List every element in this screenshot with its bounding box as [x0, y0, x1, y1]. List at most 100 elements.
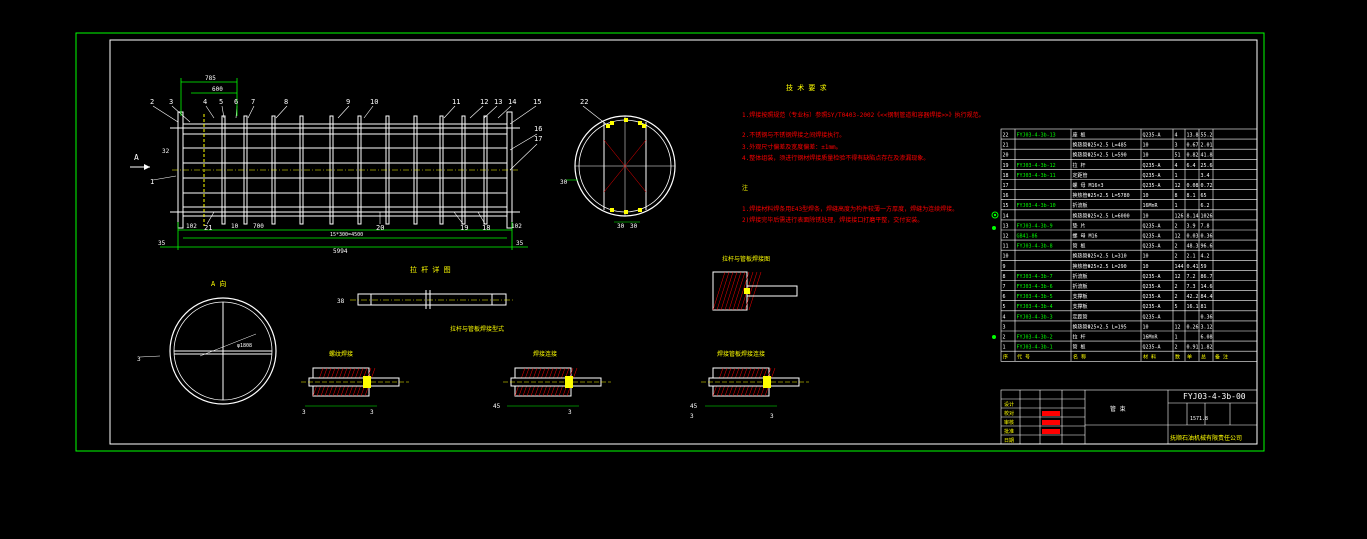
bom-cell-w2: 55.2	[1201, 133, 1213, 139]
bom-cell-w1: 8.1	[1187, 193, 1196, 199]
bom-header-cell: 材 料	[1143, 354, 1156, 361]
detail-2-dim-b: 3	[568, 409, 572, 416]
bom-cell-mat: 10	[1143, 213, 1149, 219]
hatch-line	[732, 271, 746, 311]
callout-13: 13	[494, 98, 502, 106]
bom-cell-mat: Q235-A	[1143, 173, 1161, 179]
bom-cell-w2: 41.8	[1201, 153, 1213, 159]
bom-cell-no: 7	[1003, 284, 1006, 290]
weld-mark	[638, 208, 642, 212]
bom-cell-no: 16	[1003, 193, 1009, 199]
bom-cell-mat: 10	[1143, 264, 1149, 270]
weld-mark	[624, 118, 628, 122]
bom-cell-no: 22	[1003, 133, 1009, 139]
bom-cell-mat: 10	[1143, 324, 1149, 330]
weld-mark	[610, 208, 614, 212]
bom-cell-name: 支撑板	[1073, 293, 1088, 300]
bom-cell-no: 1	[1003, 345, 1006, 351]
callout-3: 3	[169, 98, 173, 106]
bom-cell-name: 换热管Φ25×2.5 L=195	[1073, 323, 1127, 330]
dim-102-right: 102	[511, 223, 522, 230]
note-1: 1.焊接按照规范（专业标）参照SY/T0403-2002《<<钢制管道和容器焊接…	[742, 111, 985, 119]
bom-cell-no: 20	[1003, 153, 1009, 159]
dim-700: 700	[253, 223, 264, 230]
bom-cell-name: 折流板	[1073, 283, 1088, 290]
detail-3-title: 焊接管板焊接连接	[717, 350, 765, 358]
bom-cell-code: FYJ03-4-3b-11	[1017, 173, 1056, 179]
bom-cell-mat: Q235-A	[1143, 314, 1161, 320]
weld-mark	[624, 210, 628, 214]
bom-cell-name: 座 板	[1073, 132, 1086, 139]
bom-cell-w2: 4.2	[1201, 254, 1210, 260]
callout-4: 4	[203, 98, 207, 106]
callout-leader	[206, 211, 215, 225]
bom-cell-mat: Q235-A	[1143, 274, 1161, 280]
bom-cell-qty: 126	[1175, 213, 1184, 219]
bom-cell-mat: Q235-A	[1143, 244, 1161, 250]
callout-8: 8	[284, 98, 288, 106]
bom-cell-name: 折流板	[1073, 273, 1088, 280]
bom-cell-w2: 59	[1201, 264, 1207, 270]
part-name: 管 束	[1110, 405, 1126, 413]
bom-cell-no: 13	[1003, 223, 1009, 229]
bom-cell-no: 12	[1003, 234, 1009, 240]
section-strut	[603, 139, 647, 193]
bom-cell-w2: 1.82	[1201, 345, 1213, 351]
callout-1: 1	[150, 178, 154, 186]
bom-cell-code: FYJ03-4-3b-1	[1017, 345, 1053, 351]
bom-cell-name: 垫 片	[1073, 222, 1086, 229]
bom-cell-mat: Q235-A	[1143, 133, 1161, 139]
tb-left-label: 校对	[1004, 410, 1014, 417]
callout-19: 19	[460, 224, 468, 232]
bom-cell-name: 管 板	[1073, 344, 1086, 351]
tb-left-label: 审核	[1004, 419, 1014, 426]
hatch-line	[720, 271, 734, 311]
tb-left-label: 批准	[1004, 428, 1014, 435]
bom-cell-code: FYJ03-4-3b-10	[1017, 203, 1056, 209]
side-marker-2	[993, 213, 997, 217]
bom-cell-w1: 0.08	[1187, 183, 1199, 189]
bom-cell-name: 换热管Φ25×2.5 L=290	[1073, 263, 1127, 270]
bom-header-cell: 名 称	[1073, 354, 1086, 361]
callout-leader	[497, 105, 512, 119]
callout-leader	[509, 133, 538, 151]
bom-cell-no: 2	[1003, 335, 1006, 341]
bom-cell-w2: 0.36	[1201, 234, 1213, 240]
bom-cell-w2: 84.4	[1201, 294, 1213, 300]
bom-cell-code: FYJ03-4-3b-8	[1017, 244, 1053, 250]
bom-cell-w1: 8.14	[1187, 213, 1199, 219]
bom-cell-w2: 0.72	[1201, 183, 1213, 189]
top-callouts: 2 3 4 5 6 7 8 9 10 11 12 13 14 15 16 17 …	[150, 98, 542, 232]
bom-cell-w1: 7.2	[1187, 274, 1196, 280]
bom-cell-no: 19	[1003, 163, 1009, 169]
section-leader	[582, 105, 607, 125]
bom-cell-qty: 1	[1175, 173, 1178, 179]
bom-cell-code: FYJ03-4-3b-7	[1017, 274, 1053, 280]
callout-6: 6	[234, 98, 238, 106]
tb-left-label: 设计	[1004, 401, 1014, 408]
callout-leader	[509, 143, 538, 171]
bom-cell-w2: 3.4	[1201, 173, 1210, 179]
bom-cell-code: FYJ03-4-3b-6	[1017, 284, 1053, 290]
note-4: 4.整体组装，须进行钢材焊接质量检验不得有缺陷点存在及渗漏现象。	[742, 154, 929, 162]
bom-cell-no: 14	[1003, 213, 1009, 219]
bom-cell-mat: 10	[1143, 143, 1149, 149]
weld-block	[712, 271, 748, 311]
bom-cell-w1: 0.91	[1187, 345, 1199, 351]
bom-cell-mat: Q235-A	[1143, 284, 1161, 290]
dim-35-left: 35	[158, 240, 166, 247]
bom-cell-no: 11	[1003, 244, 1009, 250]
callout-15: 15	[533, 98, 541, 106]
weld-rod	[746, 285, 798, 297]
hatch-line	[736, 271, 750, 311]
bom-cell-qty: 51	[1175, 153, 1181, 159]
bom-cell-mat: Q235-A	[1143, 183, 1161, 189]
bom-cell-name: 拉 杆	[1073, 162, 1086, 169]
bom-cell-mat: 16MnR	[1143, 335, 1159, 341]
bom-cell-name: 换热管Φ25×2.5 L=590	[1073, 152, 1127, 159]
bom-header-cell: 数	[1175, 354, 1180, 361]
callout-20: 20	[376, 224, 384, 232]
bom-cell-w2: 25.6	[1201, 163, 1213, 169]
hatch-line	[728, 271, 742, 311]
